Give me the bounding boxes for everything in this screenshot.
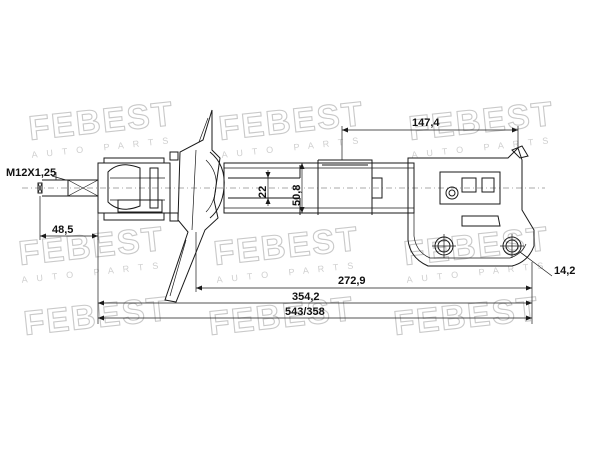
dim-rod-diameter-label: 22 bbox=[257, 186, 269, 198]
dim-mid-length-label: 354,2 bbox=[292, 291, 320, 303]
dim-top-to-bracket: 147,4 bbox=[341, 117, 519, 160]
watermark-brand: FEBEST bbox=[392, 290, 541, 343]
dim-thread-length: 48,5 bbox=[39, 196, 99, 240]
knuckle-bracket bbox=[407, 145, 535, 267]
top-mount bbox=[97, 151, 179, 222]
dim-body-diameter: 50,8 bbox=[291, 163, 305, 213]
dim-overall-length-label: 543/358 bbox=[285, 306, 325, 318]
dim-seat-to-bottom: 272,9 bbox=[195, 232, 533, 292]
dim-top-to-bracket-label: 147,4 bbox=[412, 117, 440, 129]
dim-bracket-hole-label: 14,2 bbox=[554, 265, 575, 277]
dim-mid-length: 354,2 bbox=[97, 220, 533, 324]
watermark-brand: FEBEST bbox=[22, 290, 171, 343]
dim-body-diameter-label: 50,8 bbox=[291, 185, 303, 206]
dim-seat-to-bottom-label: 272,9 bbox=[338, 275, 366, 287]
spring-seat bbox=[164, 109, 225, 303]
dim-rod-diameter: 22 bbox=[257, 170, 271, 206]
dim-thread-label: M12X1,25 bbox=[6, 167, 56, 179]
dim-thread-length-label: 48,5 bbox=[52, 224, 73, 236]
threaded-stud bbox=[37, 179, 99, 197]
watermark-brand: FEBEST bbox=[207, 290, 356, 343]
damper-body bbox=[223, 159, 415, 215]
dim-thread: M12X1,25 bbox=[6, 167, 67, 181]
dim-overall-length: 543/358 bbox=[98, 306, 532, 321]
dim-bracket-hole: 14,2 bbox=[519, 251, 575, 277]
